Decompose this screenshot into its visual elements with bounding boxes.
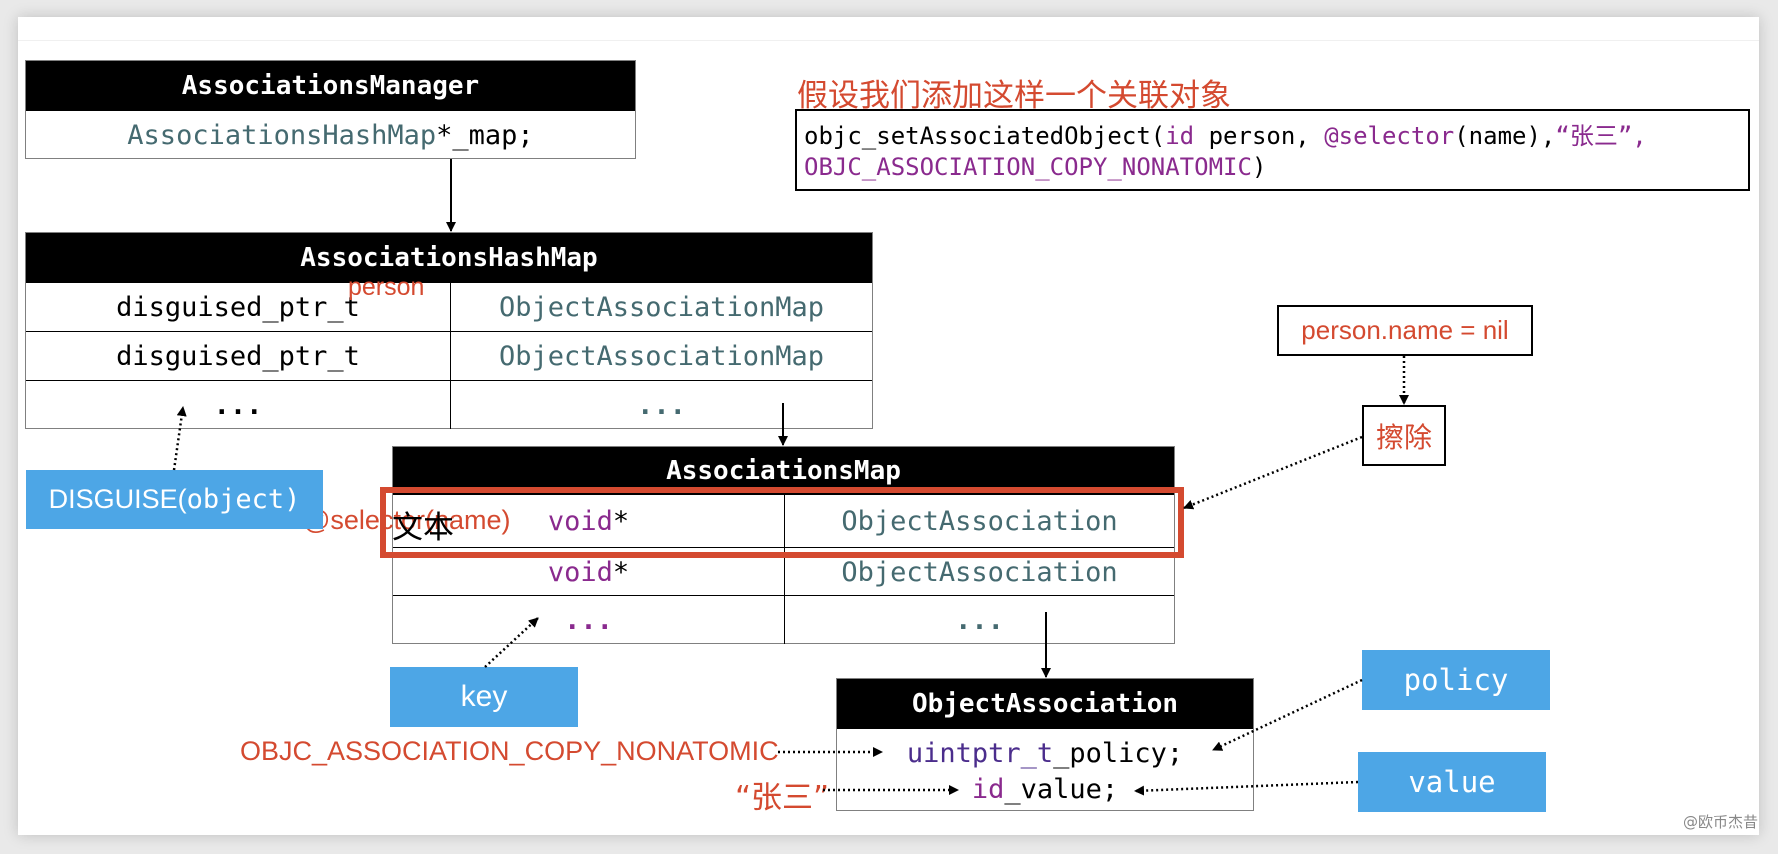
code-call-box: objc_setAssociatedObject(id person, @sel…: [795, 109, 1750, 191]
table-row: disguised_ptr_t ObjectAssociationMap: [26, 331, 872, 381]
map-key-cell: ...: [393, 596, 785, 644]
hash-map-key-cell: disguised_ptr_t: [26, 283, 451, 331]
disguise-arg: object): [186, 484, 301, 515]
policy-const-label: OBJC_ASSOCIATION_COPY_NONATOMIC: [240, 736, 779, 766]
code-value-string: “张三”,: [1555, 122, 1647, 150]
disguise-prefix: DISGUISE(: [48, 484, 187, 514]
policy-type: uintptr_t: [906, 737, 1054, 769]
object-association-table: ObjectAssociation uintptr_t _policy; id …: [836, 678, 1254, 811]
associations-manager-table: AssociationsManager AssociationsHashMap …: [25, 60, 636, 159]
code-close: ): [1251, 153, 1267, 181]
key-ptr: *: [612, 505, 630, 537]
code-id-keyword: id: [1165, 122, 1195, 150]
code-person: person,: [1194, 122, 1325, 150]
associations-manager-field: AssociationsHashMap *_map;: [26, 111, 635, 159]
table-row: ... ...: [26, 380, 872, 429]
object-association-header: ObjectAssociation: [837, 679, 1253, 729]
person-label: person: [348, 273, 425, 301]
field-name: *_map;: [436, 119, 534, 151]
key-label: key: [390, 667, 578, 727]
table-row: ... ...: [393, 595, 1174, 644]
map-value-cell: ObjectAssociation: [841, 505, 1118, 537]
watermark: @欧币杰昔: [1683, 813, 1759, 831]
table-row: disguised_ptr_t ObjectAssociationMap: [26, 283, 872, 331]
map-value-cell: ObjectAssociation: [841, 556, 1118, 588]
code-selector-keyword: @selector: [1324, 122, 1455, 150]
policy-field: uintptr_t _policy;: [837, 735, 1253, 771]
code-line-1: objc_setAssociatedObject(id person, @sel…: [804, 121, 1748, 152]
set-nil-box: person.name = nil: [1277, 305, 1533, 356]
key-type: void: [547, 505, 613, 537]
value-field: id _value;: [837, 771, 1253, 807]
highlight-box: [380, 487, 1184, 558]
map-value-cell: ...: [955, 604, 1004, 636]
field-type: AssociationsHashMap: [127, 119, 437, 151]
value-type: id: [971, 773, 1005, 805]
hash-map-value-cell: ...: [637, 389, 686, 421]
code-policy-const: OBJC_ASSOCIATION_COPY_NONATOMIC: [804, 153, 1252, 181]
code-selector-arg: (name),: [1454, 122, 1556, 150]
value-literal-label: “张三”: [735, 780, 830, 816]
hash-map-key-cell: ...: [26, 381, 451, 429]
text-overlay: 文本: [392, 510, 454, 546]
key-ptr: *: [612, 556, 630, 588]
annotation-title: 假设我们添加这样一个关联对象: [797, 78, 1231, 114]
erase-box: 擦除: [1362, 405, 1446, 466]
map-key-cell: void *: [393, 495, 785, 547]
value-label: value: [1358, 752, 1546, 812]
selector-label: @selector(name): [303, 505, 511, 535]
associations-hash-map-header: AssociationsHashMap: [26, 233, 872, 283]
policy-name: _policy;: [1053, 737, 1184, 769]
top-divider: [18, 40, 1759, 41]
table-row: void * ObjectAssociation: [393, 547, 1174, 596]
value-name: _value;: [1004, 773, 1119, 805]
code-fn: objc_setAssociatedObject(: [804, 122, 1166, 150]
key-type: ...: [564, 604, 613, 636]
table-row: void * ObjectAssociation: [393, 495, 1174, 547]
hash-map-value-cell: ObjectAssociationMap: [498, 291, 825, 323]
hash-map-key-cell: disguised_ptr_t: [26, 332, 451, 381]
disguise-label: DISGUISE(object): [26, 470, 323, 529]
key-type: void: [547, 556, 613, 588]
hash-map-value-cell: ObjectAssociationMap: [498, 341, 825, 372]
policy-label: policy: [1362, 650, 1550, 710]
map-key-cell: void *: [393, 548, 785, 596]
associations-manager-header: AssociationsManager: [26, 61, 635, 111]
associations-hash-map-table: AssociationsHashMap disguised_ptr_t Obje…: [25, 232, 873, 429]
code-line-2: OBJC_ASSOCIATION_COPY_NONATOMIC): [804, 152, 1748, 183]
